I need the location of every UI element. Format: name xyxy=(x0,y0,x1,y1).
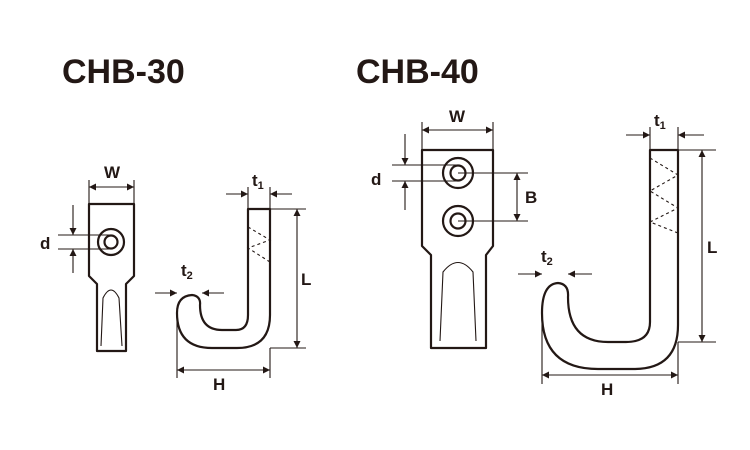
chb-40-w-label: W xyxy=(449,107,466,126)
chb-40-d-label: d xyxy=(371,170,381,189)
chb-40-side-view xyxy=(540,148,680,371)
chb-30-d-label: d xyxy=(40,234,50,253)
chb-40-h-label: H xyxy=(601,380,613,399)
chb-30-width-dimension: W xyxy=(88,163,135,204)
chb-40-hole-dimension: d xyxy=(371,134,458,210)
chb-30-group: CHB-30 W d xyxy=(40,53,311,394)
chb-30-title: CHB-30 xyxy=(62,53,185,91)
chb-40-length-dimension: L xyxy=(678,149,717,343)
chb-30-t2-dimension: t2 xyxy=(155,261,224,297)
chb-40-height-dimension: H xyxy=(541,313,679,399)
chb-30-front-view xyxy=(87,202,136,353)
chb-30-side-view xyxy=(175,207,272,350)
chb-30-t1-label: t1 xyxy=(252,171,264,192)
chb-30-l-label: L xyxy=(301,270,311,289)
chb-30-t1-dimension: t1 xyxy=(226,171,292,209)
chb-40-pitch-dimension: B xyxy=(458,172,537,222)
chb-40-width-dimension: W xyxy=(421,107,494,150)
chb-40-front-view xyxy=(420,148,495,350)
chb-30-hole-dimension: d xyxy=(40,205,111,273)
chb-30-length-dimension: L xyxy=(270,208,311,349)
chb-40-t2-label: t2 xyxy=(541,247,553,268)
chb-40-t2-dimension: t2 xyxy=(518,247,592,278)
chb-30-height-dimension: H xyxy=(176,313,271,394)
chb-40-b-label: B xyxy=(525,188,537,207)
chb-40-title: CHB-40 xyxy=(356,53,479,91)
chb-40-t1-label: t1 xyxy=(654,111,666,132)
chb-30-t2-label: t2 xyxy=(181,261,193,282)
chb-40-t1-dimension: t1 xyxy=(626,111,704,150)
chb-30-w-label: W xyxy=(104,163,121,182)
chb-40-group: CHB-40 W d xyxy=(356,53,717,399)
chb-30-h-label: H xyxy=(213,375,225,394)
chb-40-l-label: L xyxy=(707,238,717,257)
